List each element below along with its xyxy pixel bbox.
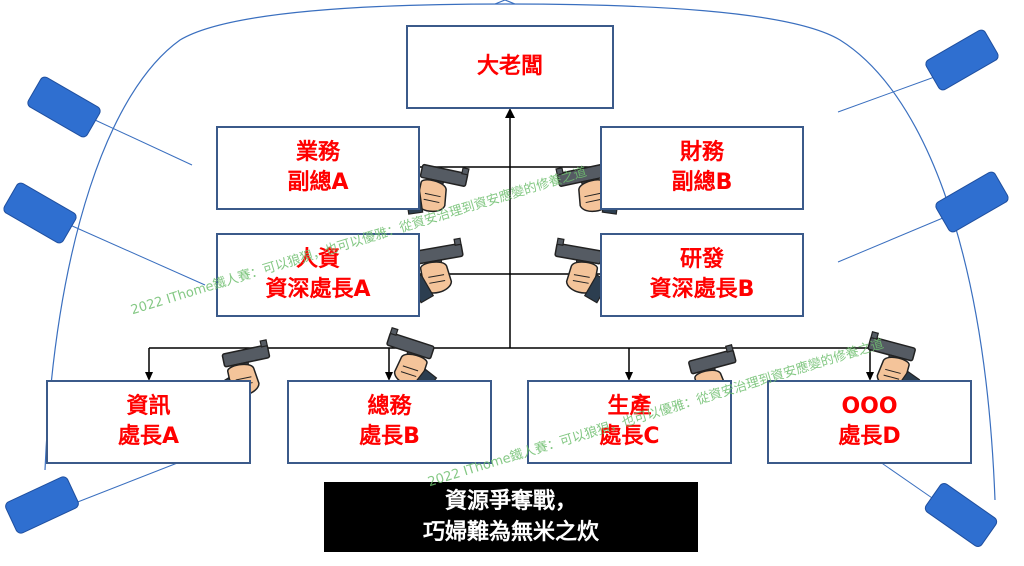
node-line: OOO (841, 394, 898, 419)
car-part-icon (925, 29, 999, 91)
node-line: 生產 (607, 394, 652, 419)
node-line: 資訊 (126, 394, 171, 419)
car-outline-top-peak (494, 0, 516, 5)
arrowhead-icon (505, 108, 515, 118)
node-line: 副總B (671, 170, 733, 195)
car-outline-left-arc (44, 3, 506, 471)
node-line: 研發 (679, 247, 724, 272)
node-head-c: 生產 處長C (527, 380, 732, 464)
node-line: 業務 (295, 140, 340, 165)
node-line: 處長C (599, 424, 660, 449)
arrowhead-icon (145, 372, 153, 381)
mirror-arm (837, 214, 951, 263)
mirror-arm (69, 459, 186, 506)
node-line: 處長A (117, 424, 180, 449)
mirror-arm (837, 74, 941, 113)
caption-line: 資源爭奪戰， (444, 489, 577, 514)
node-line: 處長D (838, 424, 901, 449)
mirror-arm (69, 224, 206, 286)
node-head-d: OOO 處長D (767, 380, 972, 464)
arrowhead-icon (385, 372, 393, 381)
car-part-icon (5, 476, 79, 534)
arrowhead-icon (625, 372, 633, 381)
car-outline-right-arc (504, 3, 996, 501)
node-vp-b: 財務 副總B (600, 126, 804, 210)
arrowhead-icon (866, 372, 874, 381)
node-senior-a: 人資 資深處長A (216, 233, 420, 317)
node-senior-b: 研發 資深處長B (600, 233, 804, 317)
node-top-boss: 大老闆 (406, 25, 614, 109)
mirror-arm (94, 119, 193, 166)
caption-line: 巧婦難為無米之炊 (422, 520, 599, 545)
car-part-icon (27, 76, 101, 138)
car-part-icon (924, 483, 998, 547)
node-head-a: 資訊 處長A (46, 380, 251, 464)
node-line: 財務 (679, 140, 724, 165)
node-line: 資深處長A (265, 277, 371, 302)
node-line: 大老闆 (476, 54, 543, 79)
car-part-icon (3, 182, 77, 244)
node-line: 處長B (359, 424, 420, 449)
caption-box: 資源爭奪戰， 巧婦難為無米之炊 (324, 482, 698, 552)
node-vp-a: 業務 副總A (216, 126, 420, 210)
node-line: 副總A (287, 170, 349, 195)
node-line: 總務 (367, 394, 412, 419)
node-line: 資深處長B (649, 277, 755, 302)
car-part-icon (935, 171, 1009, 233)
node-head-b: 總務 處長B (287, 380, 492, 464)
node-line: 人資 (295, 247, 340, 272)
